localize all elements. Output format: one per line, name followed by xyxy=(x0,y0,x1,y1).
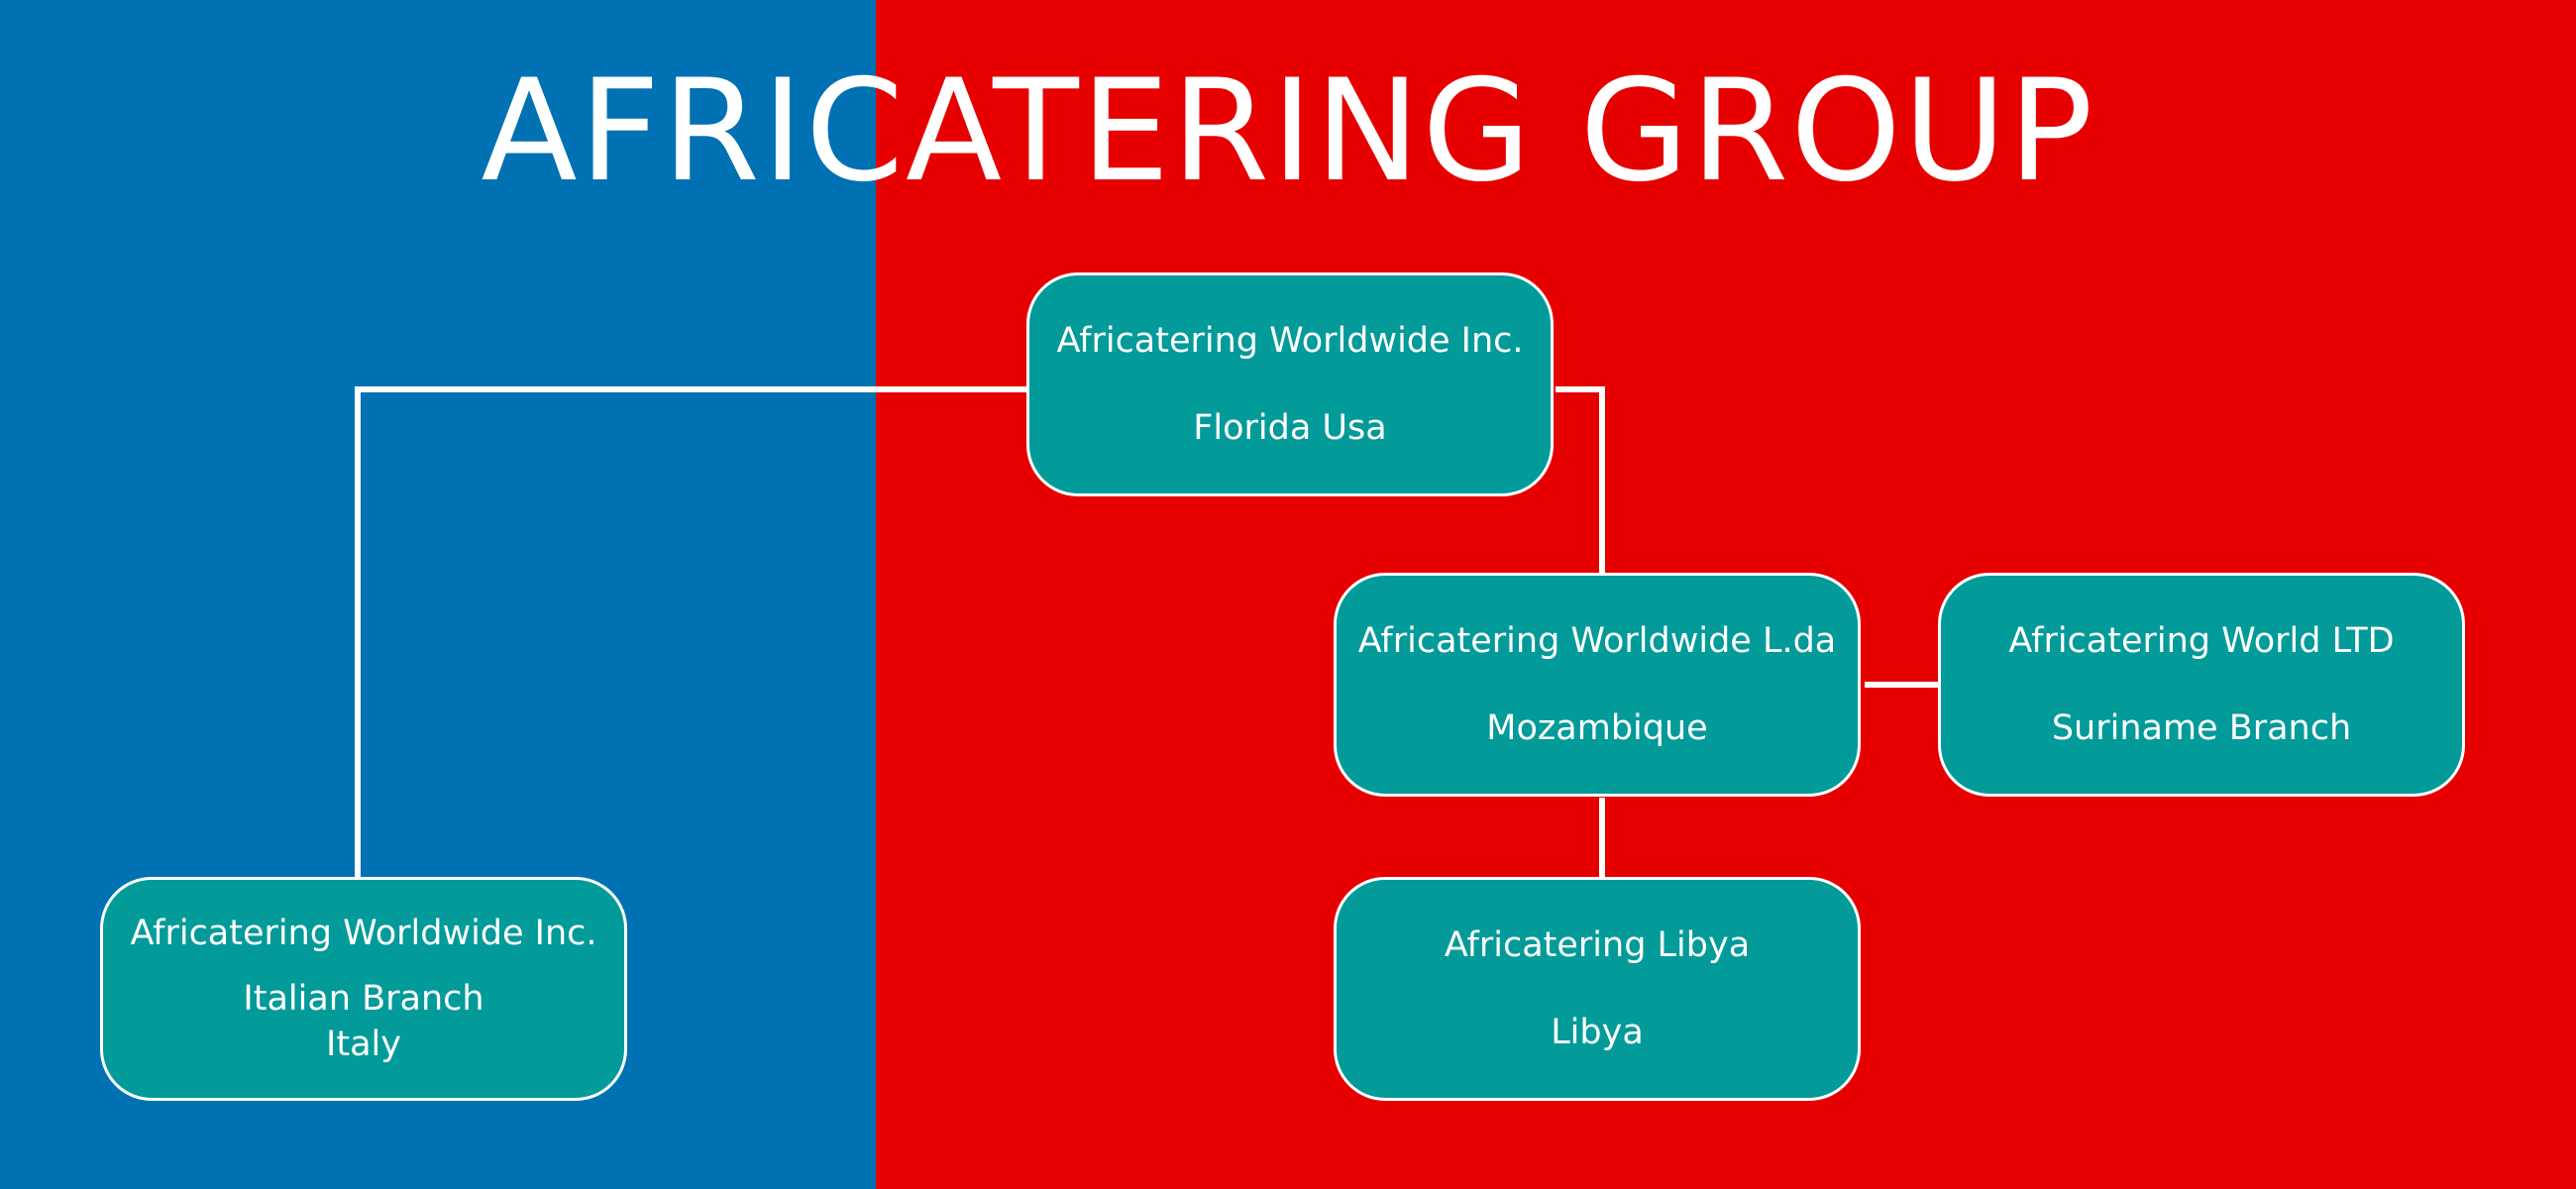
connector-mozambique-suriname xyxy=(1865,682,1940,688)
org-node-hq: Africatering Worldwide Inc. Florida Usa xyxy=(1026,272,1554,496)
node-name: Africatering Libya xyxy=(1444,925,1751,965)
node-name: Africatering Worldwide L.da xyxy=(1357,621,1837,661)
connector-hq-italy-horizontal xyxy=(355,386,1028,392)
node-location: Florida Usa xyxy=(1193,408,1387,448)
org-node-libya: Africatering Libya Libya xyxy=(1334,877,1861,1101)
node-location: Suriname Branch xyxy=(2051,708,2352,748)
connector-mozambique-libya xyxy=(1599,798,1605,879)
node-location: Libya xyxy=(1551,1013,1644,1052)
node-name: Africatering Worldwide Inc. xyxy=(130,914,597,953)
node-location: Mozambique xyxy=(1486,708,1708,748)
connector-hq-mozambique-vertical xyxy=(1599,386,1605,574)
connector-hq-italy-vertical xyxy=(355,386,361,879)
node-name: Africatering World LTD xyxy=(2008,621,2395,661)
node-location: Italian Branch xyxy=(243,979,484,1019)
node-name: Africatering Worldwide Inc. xyxy=(1056,321,1524,361)
connector-hq-mozambique-horizontal xyxy=(1556,386,1605,392)
org-node-suriname: Africatering World LTD Suriname Branch xyxy=(1938,573,2465,797)
org-node-mozambique: Africatering Worldwide L.da Mozambique xyxy=(1334,573,1861,797)
org-node-italy: Africatering Worldwide Inc. Italian Bran… xyxy=(100,877,627,1101)
page-title: AFRICATERING GROUP xyxy=(481,50,2095,213)
node-country: Italy xyxy=(326,1025,401,1064)
